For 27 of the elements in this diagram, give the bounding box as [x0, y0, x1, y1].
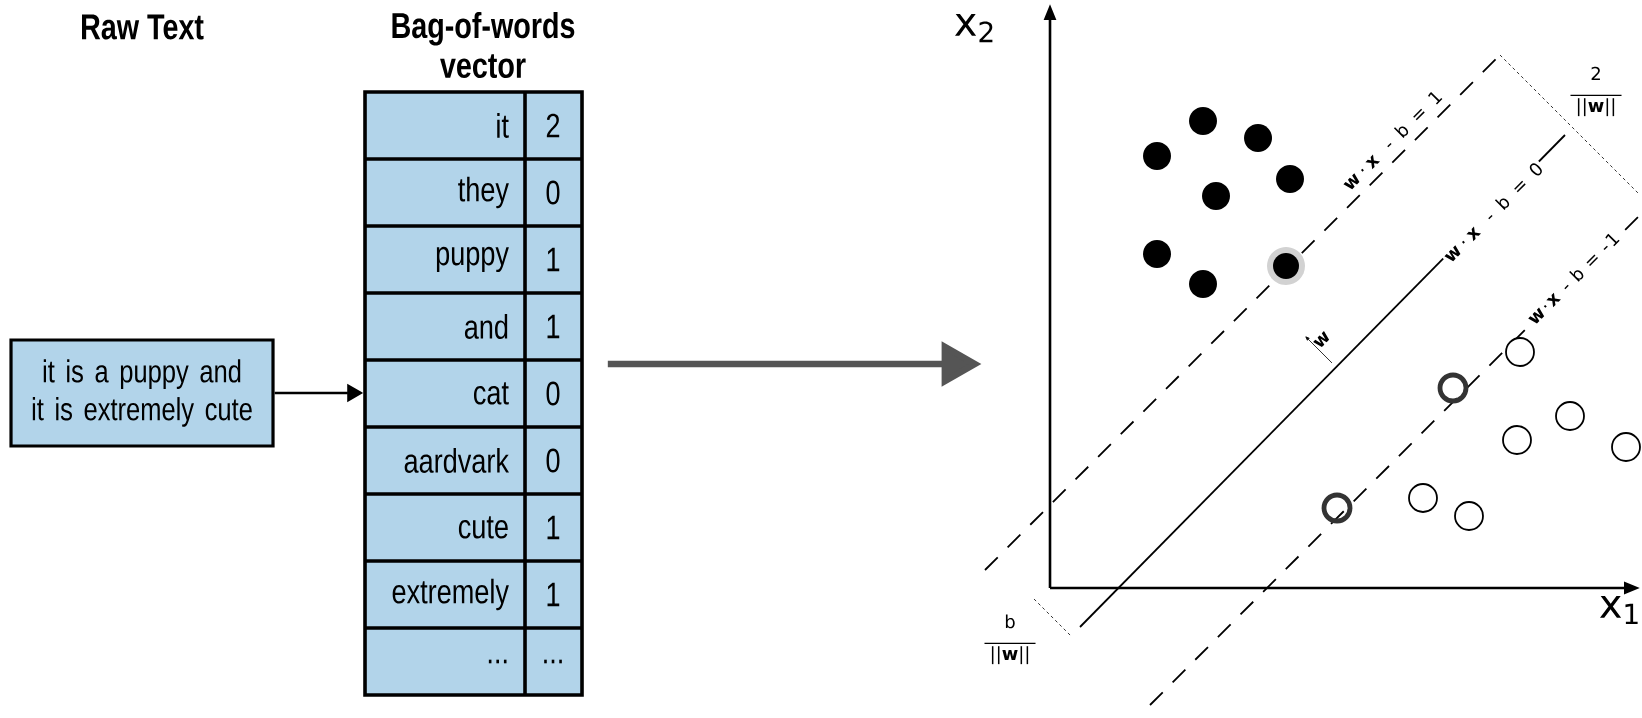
axis-label: x$_{1}$ — [1600, 596, 1638, 624]
fraction-label: b ||w|| — [982, 612, 1038, 668]
fraction-label: 2 ||w|| — [1568, 64, 1624, 120]
table-cell: 1 — [547, 314, 560, 339]
column-heading: Raw Text — [82, 14, 204, 40]
table-cell: ... — [488, 659, 507, 664]
text-box: it is a puppy and it is extremely cute — [9, 338, 275, 448]
table-cell: puppy — [436, 246, 509, 273]
table-cell: cat — [474, 382, 509, 405]
column-heading: Bag-of-words vector — [392, 11, 575, 79]
table-cell: 0 — [546, 381, 560, 406]
table-cell: 0 — [546, 448, 560, 473]
table-cell: it — [497, 113, 509, 138]
table-cell: 1 — [547, 515, 560, 540]
table-cell: aardvark — [404, 448, 509, 473]
table-cell: cute — [458, 516, 508, 539]
table-cell: 1 — [547, 247, 560, 272]
table-cell: extremely — [392, 578, 509, 611]
vector-label: w — [1313, 331, 1330, 348]
axis-label: x$_{2}$ — [955, 13, 993, 43]
table-cell: 0 — [546, 180, 560, 205]
equation-label: w·x - b = 0 — [1438, 157, 1548, 267]
table-cell: and — [464, 314, 508, 339]
table-cell: they — [458, 176, 509, 209]
table-cell: ... — [544, 659, 562, 664]
table-cell: 2 — [546, 113, 560, 138]
table-cell: 1 — [547, 582, 560, 607]
